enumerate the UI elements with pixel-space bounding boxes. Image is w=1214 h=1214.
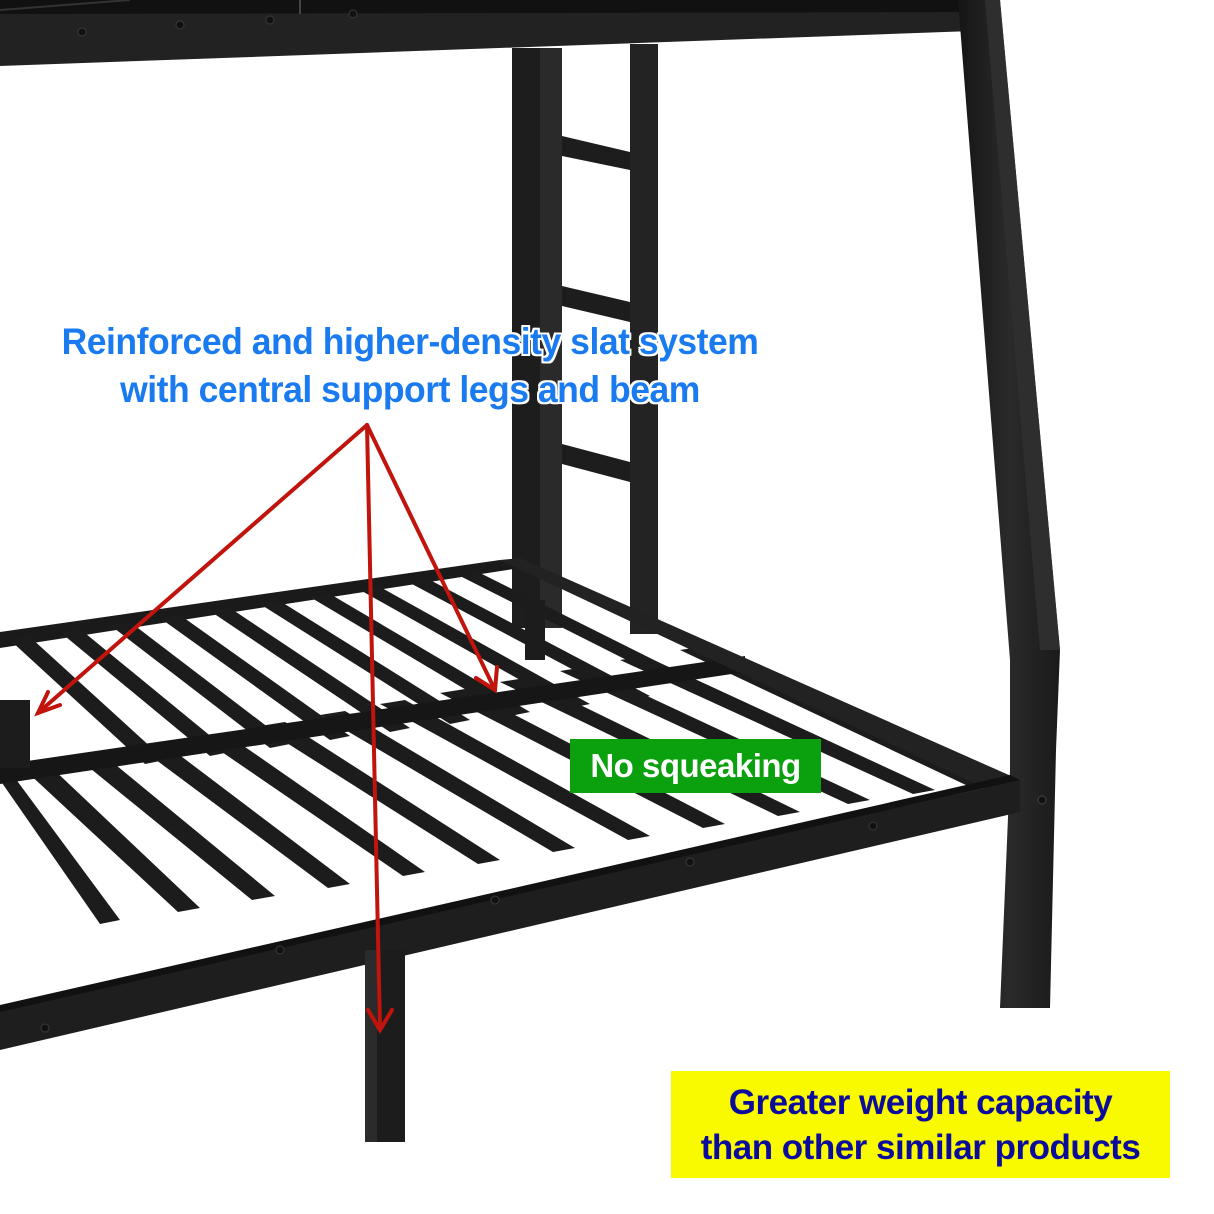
lower-bunk-deck xyxy=(0,558,1020,1142)
callout-line-1: Reinforced and higher-density slat syste… xyxy=(61,321,759,362)
ladder xyxy=(512,44,658,634)
top-bunk-frame xyxy=(0,0,1000,66)
end-frame-post xyxy=(958,0,1060,1008)
no-squeaking-label: No squeaking xyxy=(590,747,801,784)
capacity-line-1: Greater weight capacity xyxy=(728,1082,1113,1122)
capacity-line-2: than other similar products xyxy=(700,1127,1141,1167)
callout-line-2: with central support legs and beam xyxy=(120,369,700,410)
no-squeaking-badge: No squeaking xyxy=(570,739,821,793)
weight-capacity-badge: Greater weight capacity than other simil… xyxy=(671,1071,1170,1178)
callout-arrows xyxy=(34,423,499,1034)
slat-system-callout: Reinforced and higher-density slat syste… xyxy=(36,318,785,414)
